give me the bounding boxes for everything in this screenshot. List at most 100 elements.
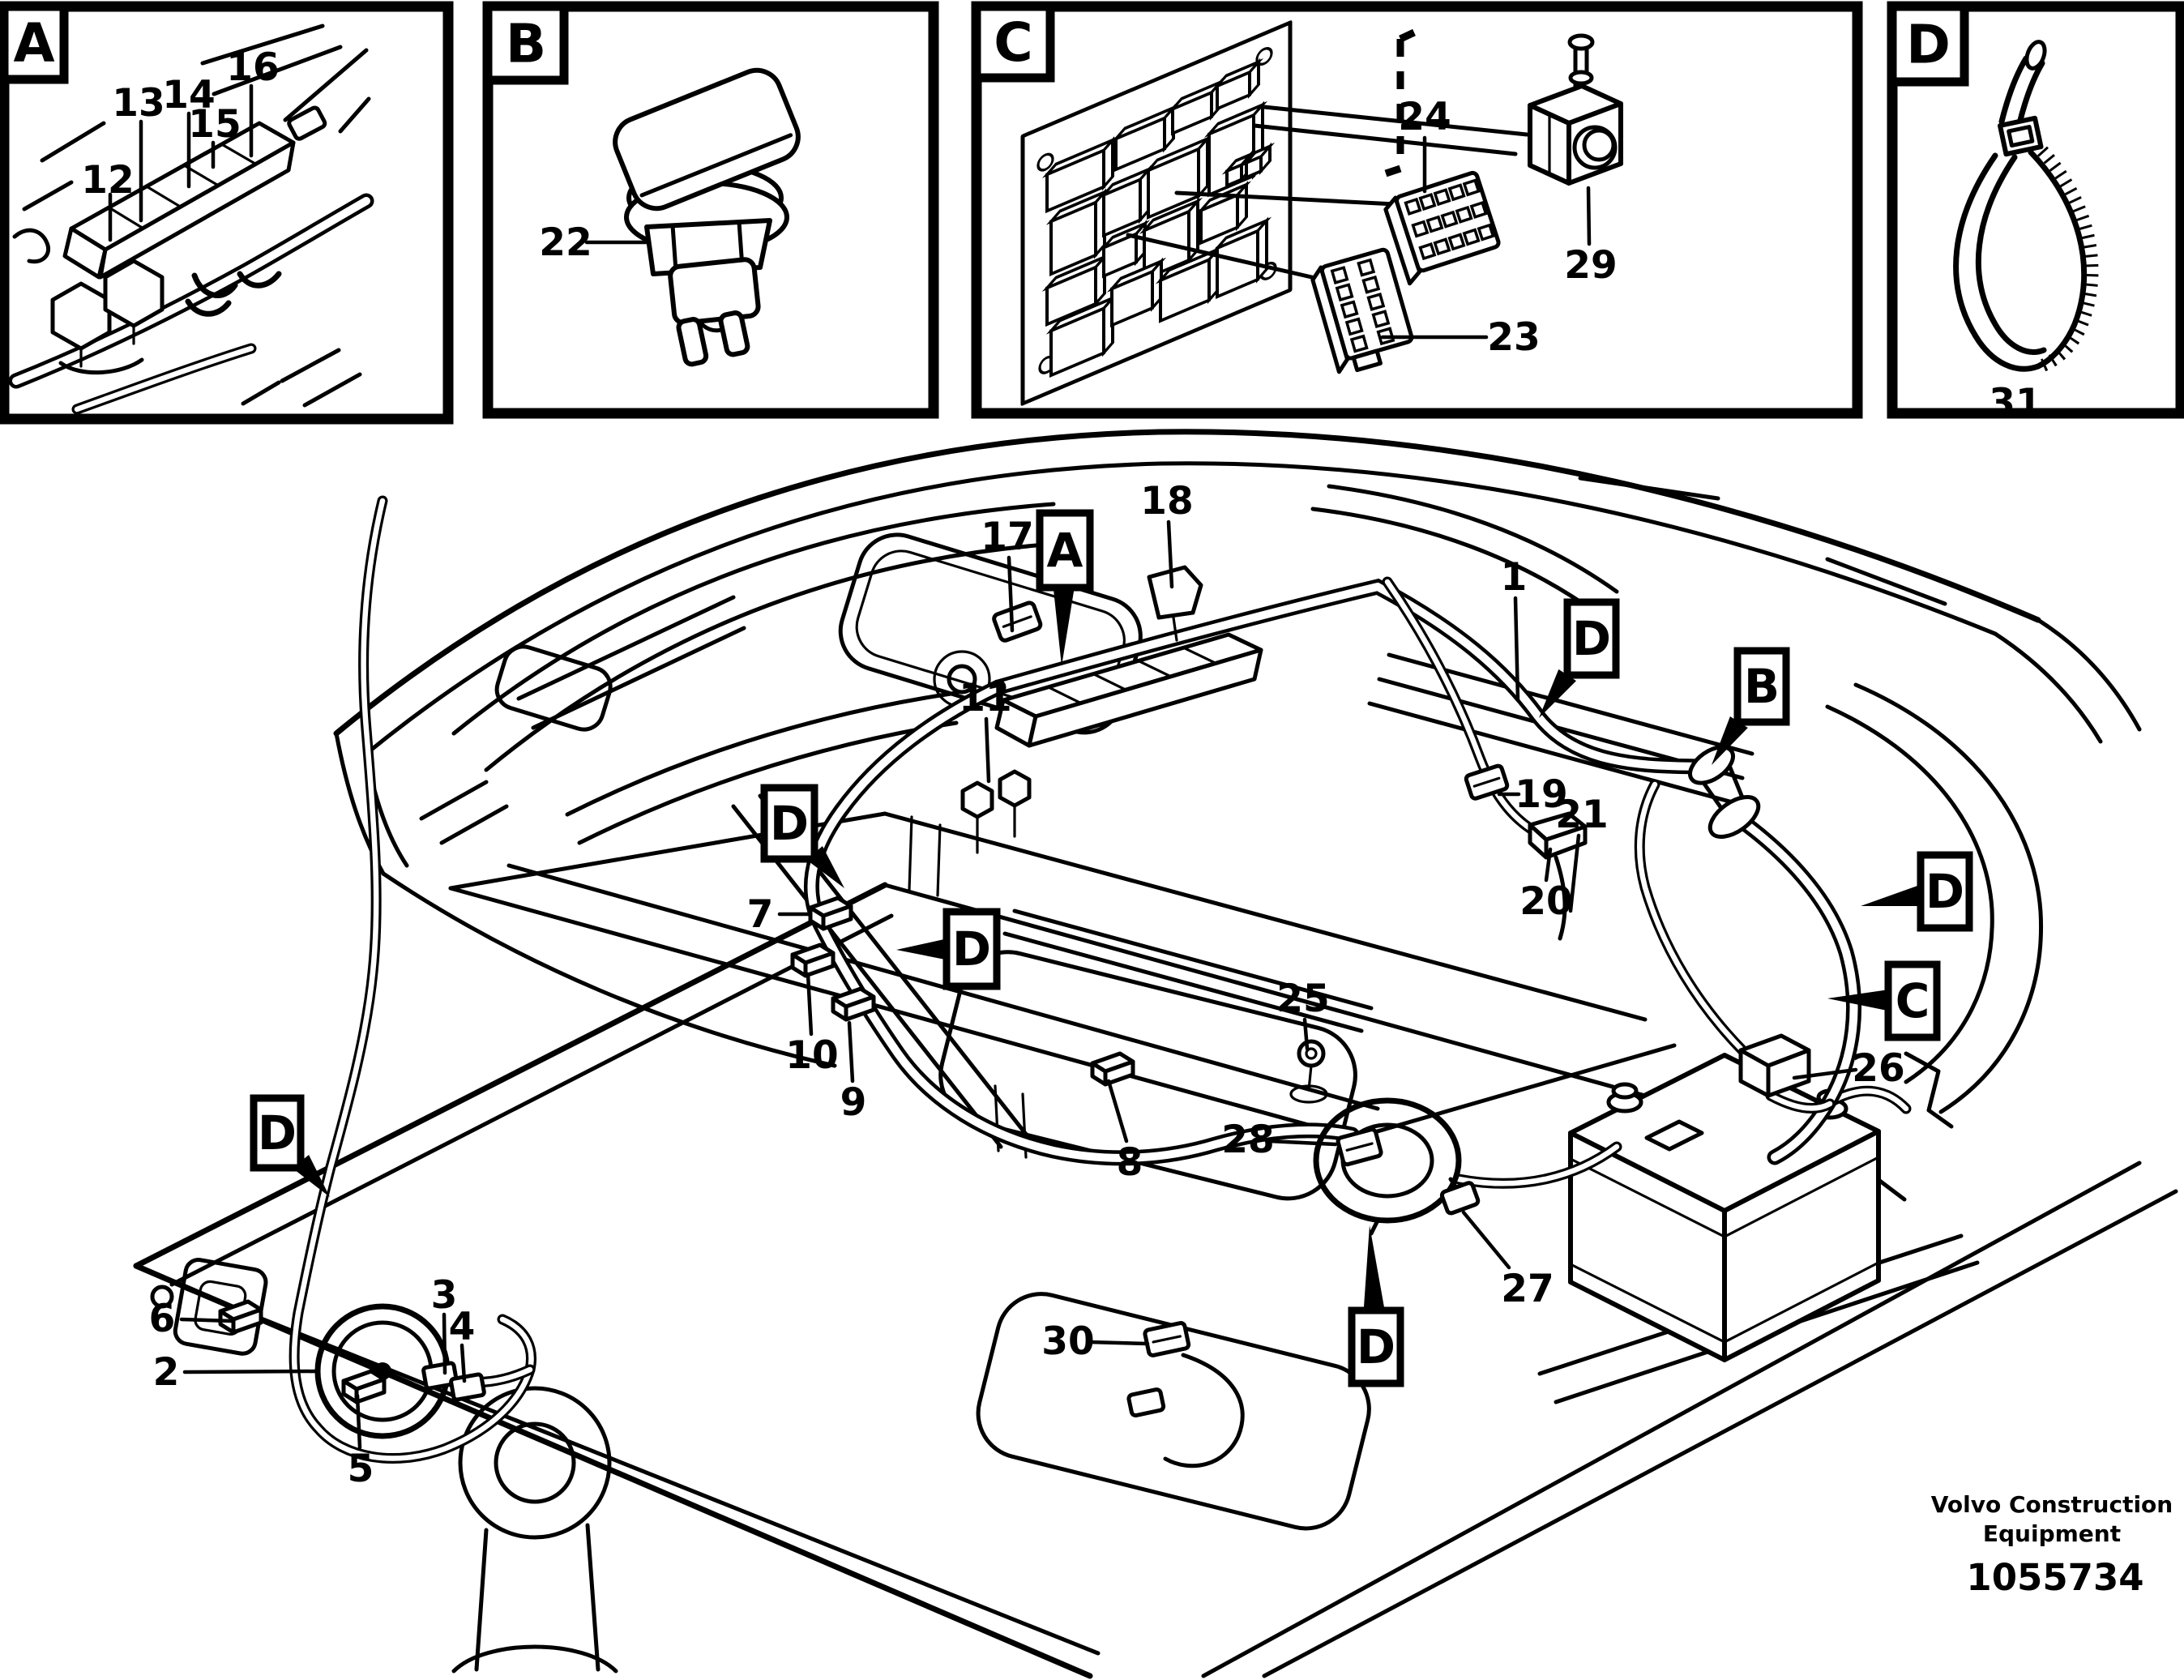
rocker-cap	[613, 67, 801, 212]
panel-letter-box	[972, 2, 1055, 83]
relay-29	[1528, 33, 1623, 186]
callout-number: 12	[81, 158, 134, 203]
callout-arrow	[1363, 1225, 1385, 1311]
cab-fuse-strip	[994, 632, 1263, 748]
callout-29: 29	[1564, 186, 1618, 288]
callout-10: 10	[785, 972, 839, 1078]
callout-number: 11	[959, 676, 1011, 720]
panel-letter: C	[994, 11, 1032, 74]
leader-line	[1586, 186, 1592, 246]
leader-line	[1792, 1067, 1858, 1080]
callout-21: 21	[1555, 793, 1609, 913]
callout-1: 1	[1501, 555, 1528, 703]
callout-number: 15	[188, 102, 241, 147]
callout-number: 14	[162, 73, 215, 118]
callout-number: 31	[1989, 381, 2041, 425]
callout-number: 27	[1501, 1267, 1554, 1311]
callout-16: 16	[226, 45, 280, 158]
callout-number: 21	[1555, 793, 1608, 837]
panel-letter-box	[1887, 2, 1969, 87]
harness-clip	[341, 1369, 387, 1404]
leader-line	[1106, 1079, 1129, 1144]
panel-c-art-electrical-distribution-unit	[1020, 20, 1623, 406]
leader-line	[1087, 1340, 1150, 1346]
bolts-11	[960, 769, 1032, 854]
callout-25: 25	[1276, 977, 1330, 1051]
callout-arrow	[1053, 587, 1075, 666]
callout-number: 16	[226, 45, 279, 90]
boxed-callout-d-5: D	[1861, 851, 1973, 932]
callout-11: 11	[959, 676, 1012, 784]
callout-letter: D	[258, 1105, 297, 1161]
callout-18: 18	[1140, 479, 1194, 589]
callout-27: 27	[1461, 1210, 1554, 1311]
callout-12: 12	[81, 158, 135, 242]
boxed-callout-d-7: D	[250, 1094, 330, 1197]
cable-tie-head	[1998, 115, 2044, 157]
drawing-number: 1055734	[1966, 1556, 2143, 1599]
callout-letter: D	[952, 921, 991, 977]
harness-clip	[790, 943, 836, 978]
relay-fuse-board	[1020, 20, 1293, 406]
callout-number: 25	[1276, 977, 1329, 1021]
callout-number: 20	[1519, 879, 1572, 924]
panel-letter-box	[0, 2, 69, 84]
callout-4: 4	[449, 1305, 476, 1383]
callout-20: 20	[1519, 847, 1573, 924]
leader-line	[1007, 555, 1015, 633]
callout-letter: D	[1357, 1319, 1395, 1374]
battery-terminal-negative	[1606, 1082, 1643, 1114]
callout-number: 2	[153, 1350, 180, 1395]
boxed-callout-c-6: C	[1827, 960, 1941, 1041]
panel-letter-box	[483, 2, 569, 85]
leader-line	[1461, 1210, 1511, 1270]
leader-line	[1513, 596, 1520, 703]
callout-arrow	[1827, 990, 1889, 1011]
callout-14: 14	[162, 73, 216, 189]
boxed-callout-d-1: D	[1539, 598, 1620, 718]
callout-5: 5	[348, 1393, 374, 1491]
callout-number: 3	[431, 1273, 458, 1318]
figure-caption: Volvo Construction Equipment 1055734	[1931, 1491, 2173, 1599]
callout-2: 2	[153, 1350, 320, 1395]
leader-line	[182, 1369, 320, 1374]
connector-19	[1464, 763, 1510, 801]
connector-30	[1126, 1321, 1191, 1418]
harness-clip	[831, 986, 876, 1022]
leader-line	[847, 1020, 855, 1084]
callout-arrow	[1712, 716, 1748, 765]
callout-30: 30	[1041, 1319, 1150, 1364]
callout-number: 28	[1221, 1118, 1274, 1162]
callout-number: 4	[449, 1305, 476, 1349]
callout-31: 31	[1989, 381, 2041, 425]
boxed-callout-d-4: D	[896, 908, 1001, 990]
connector-23	[1310, 247, 1414, 374]
callout-number: 13	[112, 81, 165, 126]
callout-number: 1	[1501, 555, 1528, 600]
panel-a-art-fuse-strip-closeup	[8, 24, 374, 415]
callout-26: 26	[1792, 1046, 1905, 1091]
leader-line	[806, 972, 814, 1037]
callout-19: 19	[1497, 772, 1568, 817]
connector-18	[1147, 565, 1203, 642]
leader-line	[1568, 833, 1581, 913]
panel-letter: D	[1906, 14, 1951, 76]
callout-letter: D	[1572, 611, 1611, 666]
callout-number: 24	[1398, 95, 1451, 139]
harness-components	[218, 565, 1811, 1439]
leader-line	[1302, 1017, 1310, 1051]
callout-number: 10	[785, 1033, 838, 1078]
callout-arrow	[1539, 669, 1576, 718]
callout-number: 5	[348, 1447, 374, 1491]
connector-27	[1439, 1181, 1481, 1216]
fuse-strip	[62, 105, 327, 280]
callouts: ADBDDDCDD1213141516222423293111718111921…	[81, 45, 2041, 1491]
panel-letter: B	[506, 13, 546, 75]
callout-number: 26	[1852, 1046, 1904, 1091]
callout-letter: B	[1744, 659, 1780, 714]
callout-6: 6	[149, 1297, 234, 1341]
callout-number: 7	[747, 892, 774, 937]
callout-24: 24	[1398, 95, 1451, 194]
panel-letter: A	[13, 12, 54, 75]
